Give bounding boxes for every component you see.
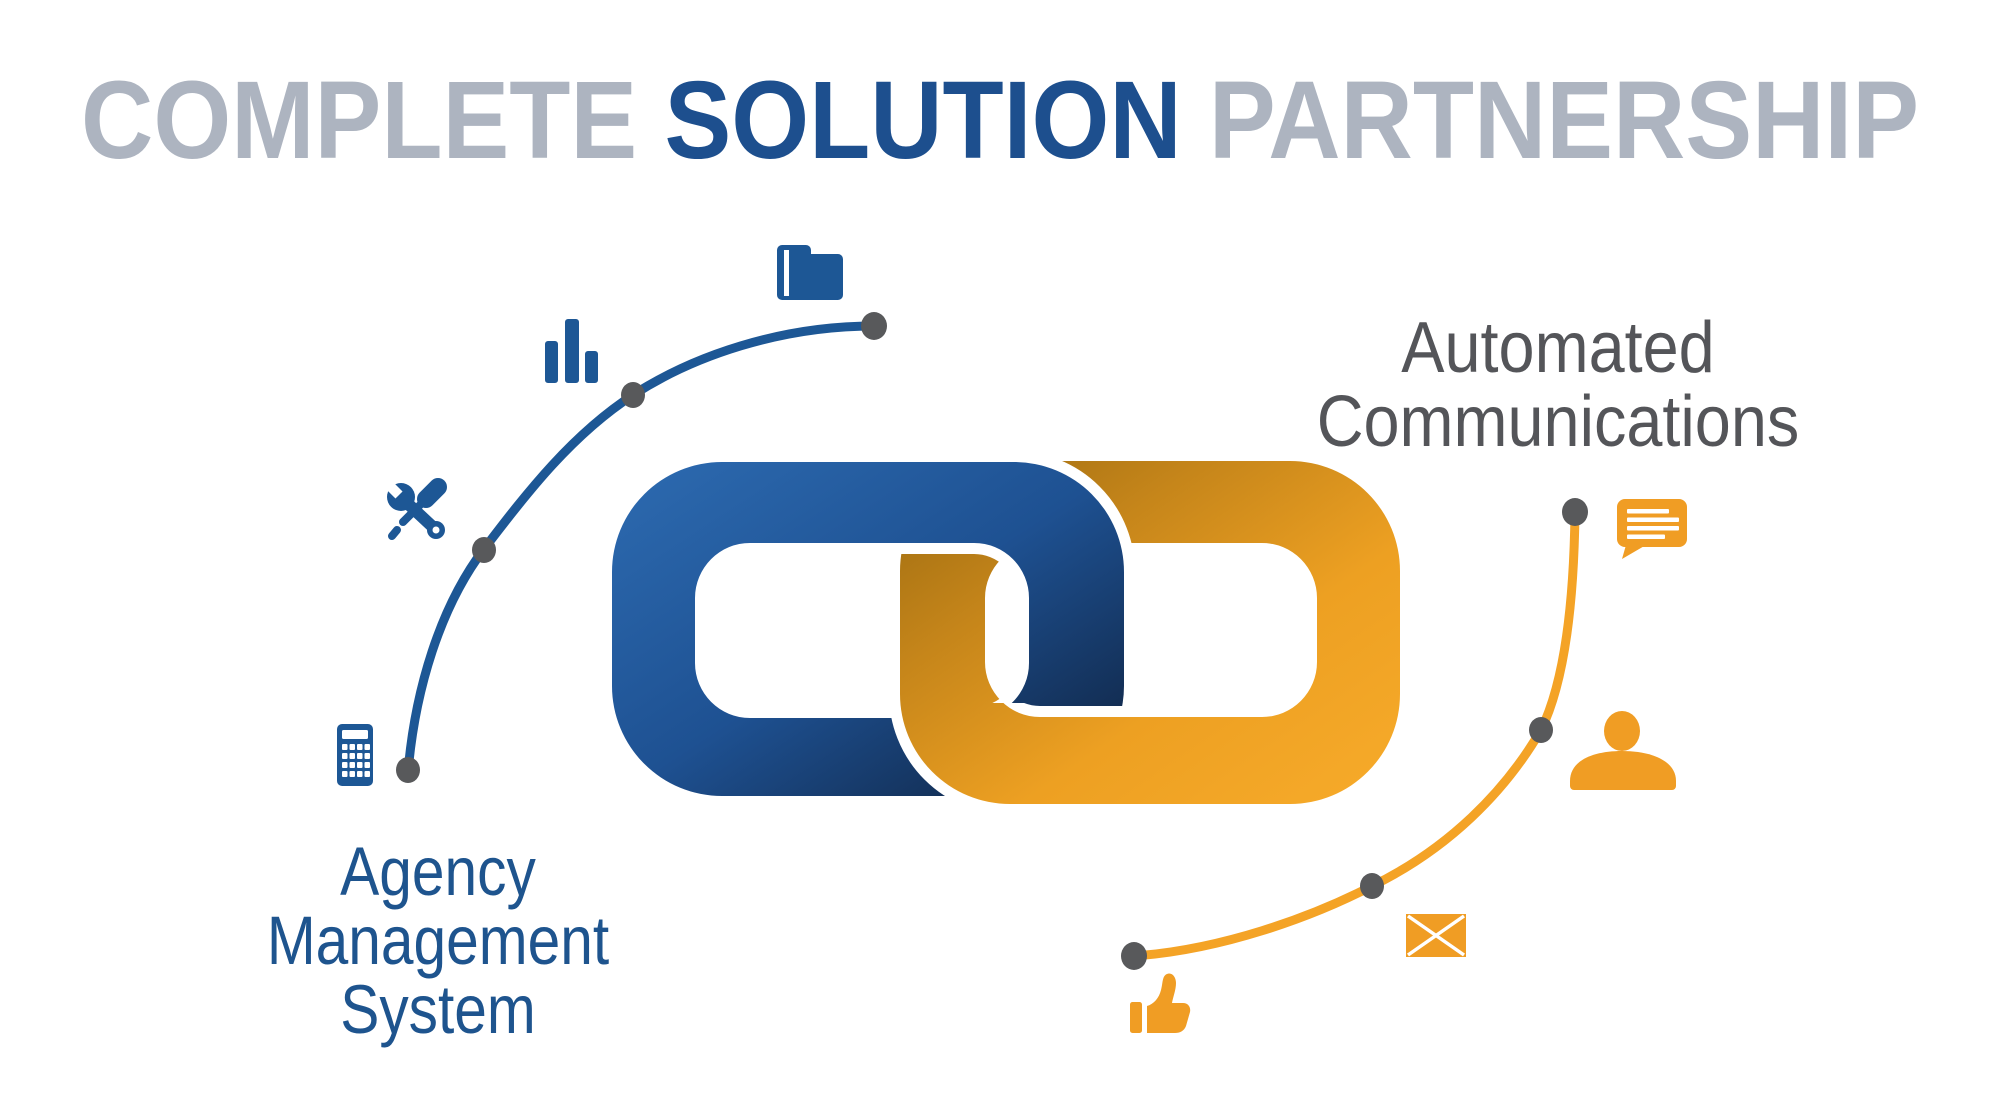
right-journey	[1130, 499, 1687, 1033]
envelope-icon	[1406, 914, 1466, 957]
chain-links-logo	[612, 450, 1411, 815]
milestone-dot	[1562, 498, 1588, 526]
page-title: COMPLETE SOLUTION PARTNERSHIP	[81, 59, 1919, 182]
label-line: Automated	[1401, 308, 1715, 388]
left-journey-icons	[337, 245, 843, 786]
label-line: System	[340, 971, 536, 1048]
person-icon	[1570, 711, 1676, 790]
milestone-dots	[396, 312, 1588, 970]
right-journey-icons	[1130, 499, 1687, 1033]
folder-icon	[777, 245, 843, 300]
milestone-dot	[1529, 717, 1553, 743]
label-line: Communications	[1316, 382, 1800, 462]
label-line: Agency Management	[266, 833, 610, 979]
agency-management-system-label: Agency Management System	[183, 837, 693, 1044]
automated-communications-label: Automated Communications	[1288, 311, 1828, 459]
tools-icon	[379, 475, 447, 540]
milestone-dot	[1121, 942, 1147, 970]
title-word-solution: SOLUTION	[664, 59, 1182, 182]
milestone-dot	[472, 537, 496, 563]
left-journey	[337, 245, 875, 786]
thumbs-up-icon	[1130, 973, 1191, 1033]
bar-chart-icon	[545, 319, 598, 383]
title-word-partnership: PARTNERSHIP	[1208, 59, 1919, 182]
milestone-dot	[396, 757, 420, 783]
blue-chain-link-overlap	[825, 451, 1135, 703]
milestone-dot	[621, 382, 645, 408]
calculator-icon	[337, 724, 373, 786]
milestone-dot	[1360, 873, 1384, 899]
left-arc	[403, 321, 875, 773]
title-word-complete: COMPLETE	[81, 59, 638, 182]
milestone-dot	[861, 312, 887, 340]
right-arc	[1133, 511, 1580, 961]
chat-bubble-icon	[1617, 499, 1687, 559]
